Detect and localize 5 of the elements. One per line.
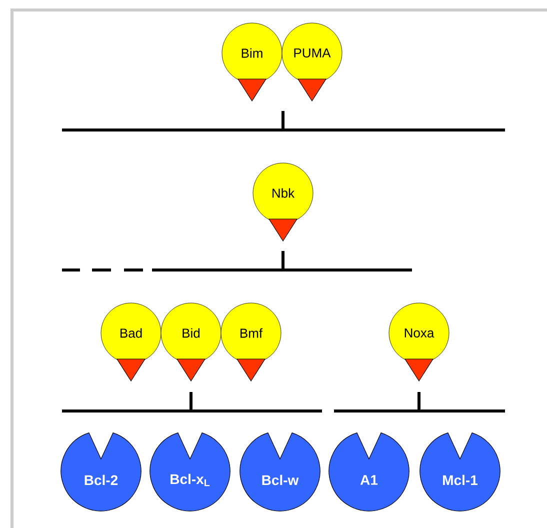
bcl2-protein: Bcl-x$_{L}$ (150, 432, 230, 512)
bcl2-protein: Bcl-2 (60, 432, 142, 512)
bcl2-protein: A1 (328, 432, 410, 512)
bcl2-protein: Mcl-1 (420, 432, 500, 512)
bcl2-protein: Bcl-w (240, 432, 320, 512)
